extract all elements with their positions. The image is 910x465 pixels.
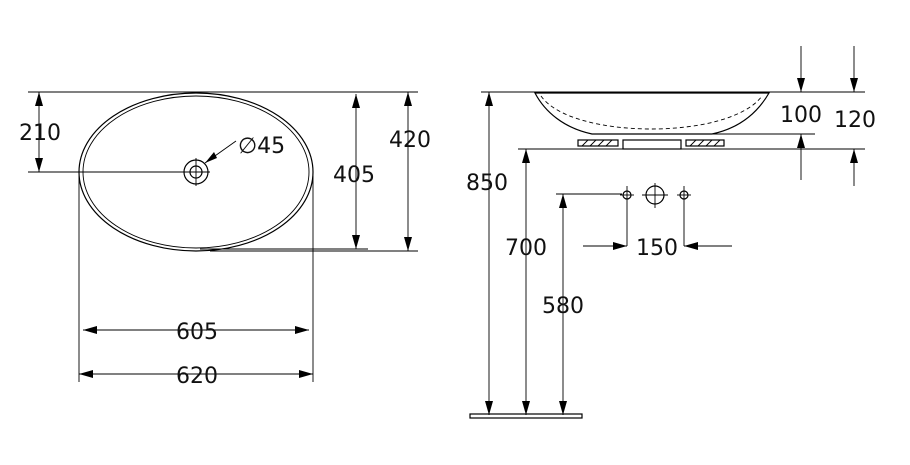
dim-total-height: 120 (834, 108, 876, 133)
countertop-hatch-left (577, 139, 619, 147)
basin-base (622, 139, 682, 150)
countertop-hatch-right (685, 139, 725, 147)
dim-waste-height: 580 (542, 294, 584, 319)
fixing-hole-left (620, 186, 634, 246)
dim-outer-width: 620 (176, 364, 218, 389)
dim-top-height: 850 (466, 171, 508, 196)
dim-inner-depth: 405 (333, 163, 375, 188)
basin-side-outline (534, 92, 771, 135)
floor-line (469, 413, 583, 419)
dim-fixing-spacing: 150 (636, 236, 678, 261)
dim-tap-offset: 210 (19, 121, 61, 146)
side-view: 100 120 850 700 580 150 (466, 46, 876, 419)
basin-inner-dashed (540, 95, 763, 130)
dim-inner-width: 605 (176, 320, 218, 345)
dim-tap-hole: ∅45 (238, 134, 285, 159)
dim-outer-depth: 420 (389, 128, 431, 153)
dim-bowl-height: 100 (780, 103, 822, 128)
waste-outlet-center (642, 183, 668, 208)
top-view: 210 ∅45 405 420 605 620 (19, 91, 431, 389)
fixing-hole-right (677, 186, 691, 246)
dim-counter-height: 700 (505, 236, 547, 261)
